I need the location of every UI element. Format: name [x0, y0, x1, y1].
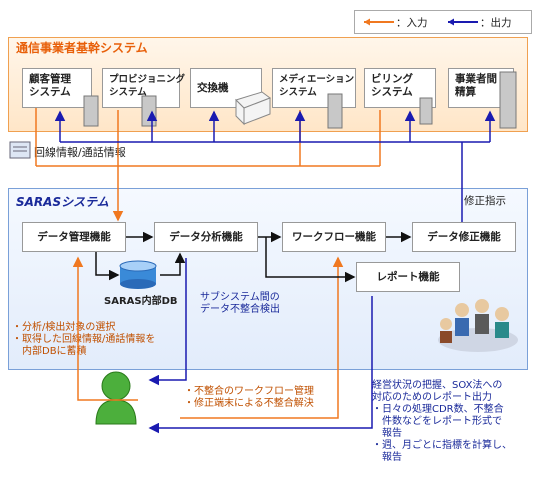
workflow-note-1: ・不整合のワークフロー管理: [184, 386, 314, 397]
module-data-mgmt: データ管理機能: [22, 222, 126, 252]
system-switch-label: 交換機: [197, 82, 229, 94]
document-icon: [9, 141, 31, 159]
internal-arrows: [95, 231, 412, 283]
user-note-3: 内部DBに蓄積: [12, 346, 87, 357]
report-note-5: 報告: [372, 428, 402, 439]
switch-equipment-icon: [235, 91, 272, 126]
legend-output-label: ：出力: [480, 17, 512, 29]
user-note-1: ・分析/検出対象の選択: [12, 322, 116, 333]
module-workflow: ワークフロー機能: [282, 222, 386, 252]
module-data-fix: データ修正機能: [412, 222, 516, 252]
user-note-2: ・取得した回線情報/通話情報を: [12, 334, 156, 345]
report-notes: 経営状況の把握、SOX法への 対応のためのレポート出力 ・日々の処理CDR数、不…: [372, 380, 536, 464]
records-label: 回線情報/通話情報: [34, 146, 126, 159]
system-provisioning-label: プロビジョニング システム: [109, 74, 186, 98]
inconsistency-note: サブシステム間の データ不整合検出: [200, 292, 280, 315]
report-note-7: 報告: [372, 452, 402, 463]
workflow-note-2: ・修正端末による不整合解決: [184, 398, 314, 409]
module-data-analysis: データ分析機能: [154, 222, 258, 252]
report-note-3: ・日々の処理CDR数、不整合: [372, 404, 504, 415]
system-customer-mgmt-label: 顧客管理 システム: [29, 73, 71, 98]
legend-input-label: ：入力: [396, 17, 428, 29]
input-arrows: [35, 108, 381, 419]
system-billing: ビリング システム: [364, 68, 436, 108]
correction-label: 修正指示: [464, 195, 506, 207]
core-system-title: 通信事業者基幹システム: [16, 41, 148, 55]
report-note-2: 対応のためのレポート出力: [372, 392, 492, 403]
report-note-6: ・週、月ごとに指標を計算し、: [372, 440, 512, 451]
system-settlement-label: 事業者間 精算: [455, 73, 497, 98]
db-label: SARAS内部DB: [104, 296, 178, 307]
system-mediation-label: メディエーション システム: [279, 74, 355, 98]
output-arrows: [54, 110, 496, 434]
system-customer-mgmt: 顧客管理 システム: [22, 68, 92, 108]
report-note-4: 件数などをレポート形式で: [372, 416, 502, 427]
report-note-1: 経営状況の把握、SOX法への: [372, 380, 503, 391]
system-provisioning: プロビジョニング システム: [102, 68, 185, 108]
saras-title: SARASシステム: [16, 195, 109, 209]
system-billing-label: ビリング システム: [371, 73, 413, 98]
module-report: レポート機能: [356, 262, 460, 292]
